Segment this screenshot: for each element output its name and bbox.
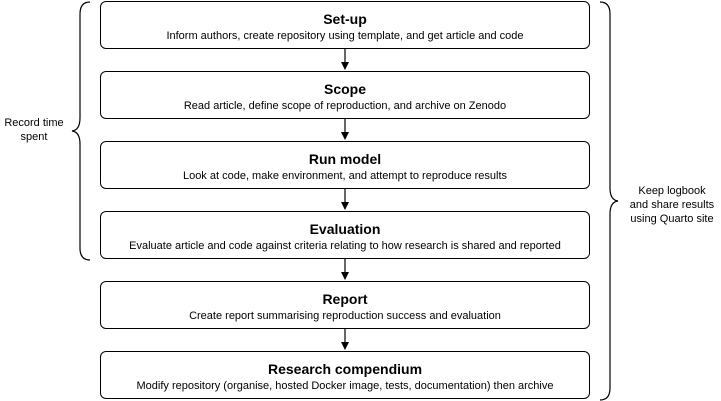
record-time-label: Record time spent — [0, 116, 68, 144]
step-title: Evaluation — [309, 221, 381, 237]
step-title: Run model — [308, 151, 382, 167]
record-time-label-line2: spent — [20, 131, 48, 143]
record-time-label-line1: Record time — [4, 117, 64, 129]
step-title: Scope — [323, 81, 366, 97]
step-description: Inform authors, create repository using … — [166, 30, 524, 42]
step-box-scope: Scope Read article, define scope of repr… — [100, 71, 590, 119]
step-title: Set-up — [323, 11, 367, 27]
step-description: Evaluate article and code against criter… — [129, 240, 561, 252]
logbook-label-line1: Keep logbook — [638, 185, 706, 197]
step-description: Create report summarising reproduction s… — [189, 310, 501, 322]
step-box-set-up: Set-up Inform authors, create repository… — [100, 1, 590, 49]
step-box-research-compendium: Research compendium Modify repository (o… — [100, 351, 590, 399]
right-curly-brace — [599, 1, 619, 401]
step-box-report: Report Create report summarising reprodu… — [100, 281, 590, 329]
logbook-label-line2: and share results — [629, 199, 715, 211]
step-description: Look at code, make environment, and atte… — [182, 170, 508, 182]
step-box-run-model: Run model Look at code, make environment… — [100, 141, 590, 189]
step-title: Report — [322, 291, 368, 307]
step-description: Modify repository (organise, hosted Dock… — [136, 380, 554, 392]
left-curly-brace — [71, 1, 91, 261]
step-box-evaluation: Evaluation Evaluate article and code aga… — [100, 211, 590, 259]
logbook-label-line3: using Quarto site — [630, 213, 714, 225]
step-description: Read article, define scope of reproducti… — [183, 100, 507, 112]
step-title: Research compendium — [267, 361, 423, 377]
logbook-label: Keep logbook and share results using Qua… — [622, 184, 721, 226]
